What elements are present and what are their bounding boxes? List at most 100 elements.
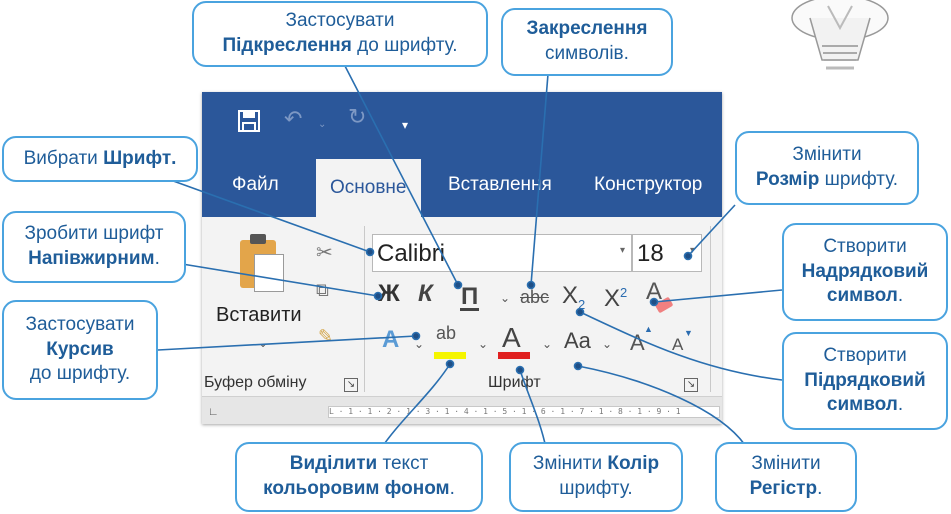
callout-case-line2: Регістр. — [750, 477, 823, 502]
callout-size-tail: шрифту. — [824, 169, 899, 190]
tab-home[interactable]: Основне — [316, 159, 421, 217]
callout-subscript-dot: . — [897, 394, 904, 416]
callout-font: Вибрати Шрифт. — [2, 136, 198, 182]
change-case-button[interactable]: Aa — [564, 328, 591, 353]
callout-italic-pre: Застосувати — [25, 313, 135, 335]
callout-size-keyword: Розмір — [755, 169, 820, 190]
callout-font-color-tail: шрифту. — [559, 478, 633, 499]
callout-subscript-bold: Підрядковий — [804, 369, 926, 391]
font-name-dropdown-icon[interactable]: ▾ — [619, 245, 625, 256]
callout-strikethrough-bold: Закреслення — [526, 18, 648, 40]
grow-caret-icon: ▲ — [644, 324, 653, 334]
callout-superscript: Створити Надрядковий символ. — [782, 223, 948, 321]
word-window: ↶ ⌄ ↻ ▾ Файл Основне Вставлення Конструк… — [202, 92, 722, 424]
callout-highlight-keyword: Виділити — [289, 453, 378, 475]
underline-dropdown-icon[interactable]: ⌄ — [500, 291, 511, 305]
font-color-dropdown-icon[interactable]: ⌄ — [542, 337, 553, 351]
title-bar: ↶ ⌄ ↻ ▾ — [202, 92, 722, 159]
grow-font-button[interactable]: A — [630, 330, 645, 355]
callout-subscript-keyword: Підрядковий — [804, 369, 925, 394]
tab-design[interactable]: Конструктор — [594, 174, 703, 195]
callout-subscript-pre: Створити — [823, 344, 907, 366]
callout-underline-line2: Підкреслення до шрифту. — [222, 34, 457, 59]
cut-icon[interactable]: ✂ — [316, 242, 333, 264]
customize-qat-icon[interactable]: ▾ — [402, 118, 409, 132]
clipboard-group-label: Буфер обміну — [204, 374, 307, 391]
ruler: ∟ L · 1 · 1 · 2 · 1 · 3 · 1 · 4 · 1 · 5 … — [202, 396, 722, 424]
callout-strikethrough-keyword: Закреслення — [527, 17, 648, 42]
lightbulb-icon — [791, 0, 889, 70]
superscript-label: X — [604, 285, 621, 312]
paste-dropdown-icon[interactable]: ⌄ — [258, 336, 269, 350]
highlight-button[interactable]: ab — [436, 323, 457, 343]
undo-icon[interactable]: ↶ — [284, 106, 303, 131]
undo-dropdown-icon[interactable]: ⌄ — [318, 119, 327, 130]
subscript-button[interactable]: X2 — [562, 284, 585, 311]
copy-icon[interactable]: ⧉ — [316, 280, 329, 300]
callout-superscript-dot: . — [897, 285, 904, 307]
font-name-field[interactable]: Calibri ▾ — [372, 234, 632, 272]
underline-button[interactable]: П — [460, 283, 480, 311]
callout-font-color: Змінити Колір шрифту. — [509, 442, 683, 512]
text-effects-button[interactable]: A — [382, 326, 400, 353]
callout-bold: Зробити шрифт Напівжирним. — [2, 211, 186, 283]
tab-stop-icon[interactable]: ∟ — [208, 406, 219, 418]
callout-font-color-pre: Змінити — [532, 453, 603, 475]
callout-font-color-keyword: Колір — [607, 453, 660, 475]
callout-bold-pre: Зробити шрифт — [24, 223, 164, 245]
callout-superscript-bold: Надрядковий — [801, 260, 929, 282]
callout-superscript-pre: Створити — [823, 235, 907, 257]
callout-underline-line1: Застосувати — [285, 10, 395, 32]
callout-subscript: Створити Підрядковий символ. — [782, 332, 948, 430]
font-launcher-icon[interactable]: ↘ — [684, 378, 698, 392]
callout-case-pre: Змінити — [751, 453, 821, 475]
font-size-dropdown-icon[interactable]: ▾ — [689, 245, 695, 256]
clipboard-launcher-icon[interactable]: ↘ — [344, 378, 358, 392]
callout-bold-keyword: Напівжирним — [28, 248, 155, 269]
font-color-swatch — [498, 352, 530, 359]
highlight-color-swatch — [434, 352, 466, 359]
callout-italic: Застосувати Курсив до шрифту. — [2, 300, 158, 400]
callout-font-color-line1: Змінити Колір — [533, 452, 659, 477]
italic-button[interactable]: К — [418, 280, 433, 307]
callout-highlight-pre: текст — [382, 453, 429, 475]
callout-underline-keyword: Підкреслення — [222, 35, 352, 56]
font-size-value: 18 — [637, 240, 664, 267]
paste-button[interactable]: Вставити — [216, 304, 302, 326]
shrink-font-button[interactable]: A — [672, 335, 684, 354]
superscript-button[interactable]: X2 — [604, 286, 627, 311]
bold-button[interactable]: Ж — [378, 280, 400, 307]
callout-highlight-bold2: кольоровим фоном — [263, 478, 450, 499]
callout-superscript-keyword: Надрядковий — [802, 260, 929, 285]
callout-size-line2: Розмір шрифту. — [756, 168, 898, 193]
callout-superscript-bold2: символ — [826, 285, 898, 307]
text-effects-dropdown-icon[interactable]: ⌄ — [414, 337, 425, 351]
format-painter-icon[interactable]: ✎ — [318, 326, 334, 346]
callout-italic-keyword: Курсив — [46, 338, 113, 363]
callout-strikethrough: Закреслення символів. — [501, 8, 673, 76]
callout-case-keyword: Регістр — [749, 478, 818, 499]
strikethrough-button[interactable]: abc — [520, 287, 550, 307]
save-icon[interactable] — [238, 110, 260, 136]
tab-file[interactable]: Файл — [232, 174, 279, 195]
subscript-label: X — [562, 282, 579, 309]
callout-highlight-line1: Виділити текст — [290, 452, 429, 477]
callout-case-dot: . — [817, 478, 823, 499]
callout-subscript-bold2: символ — [826, 394, 898, 416]
callout-highlight-line2: кольоровим фоном. — [263, 477, 455, 502]
superscript-mark: 2 — [620, 285, 628, 300]
group-divider — [364, 226, 365, 392]
callout-highlight-dot: . — [449, 478, 455, 499]
highlight-dropdown-icon[interactable]: ⌄ — [478, 337, 489, 351]
tab-insert[interactable]: Вставлення — [448, 174, 552, 195]
callout-italic-tail: до шрифту. — [29, 363, 131, 385]
group-divider — [710, 226, 711, 392]
change-case-dropdown-icon[interactable]: ⌄ — [602, 337, 613, 351]
font-color-button[interactable]: A — [502, 322, 521, 353]
redo-icon[interactable]: ↻ — [348, 104, 367, 129]
callout-underline: Застосувати Підкреслення до шрифту. — [192, 1, 488, 67]
paste-icon[interactable] — [240, 232, 284, 294]
callout-size-pre: Змінити — [792, 144, 862, 166]
font-size-field[interactable]: 18 ▾ — [632, 234, 702, 272]
callout-font-keyword: Шрифт — [103, 147, 172, 169]
